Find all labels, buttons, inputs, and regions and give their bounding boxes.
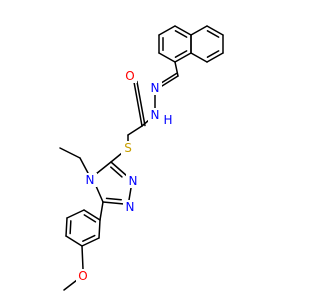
bond	[81, 245, 84, 270]
aromatic-inner-line	[206, 50, 220, 58]
ring-bond	[65, 217, 68, 237]
atom-n-triazole-4: N	[83, 173, 97, 187]
ring-bond	[174, 52, 192, 63]
ring-bond	[174, 25, 192, 36]
bonds	[59, 25, 224, 291]
aromatic-inner-line	[69, 220, 72, 235]
atom-n-triazole-1: N	[123, 200, 137, 214]
bond	[99, 201, 104, 221]
bond	[133, 81, 143, 127]
ring-bond	[81, 237, 100, 247]
aromatic-inner-line	[174, 50, 188, 58]
ring-bond	[206, 52, 224, 63]
ring-bond	[83, 209, 101, 221]
aromatic-inner-line	[206, 30, 220, 38]
structure-canvas: O N N H S N N N	[59, 25, 224, 291]
aromatic-inner-line	[110, 166, 123, 178]
aromatic-inner-line	[83, 214, 97, 223]
ring-bond	[66, 209, 85, 219]
ring-bond	[95, 161, 112, 175]
ring-bond	[98, 219, 101, 239]
atom-label: O	[78, 269, 87, 283]
atom-label: N	[129, 174, 138, 188]
atom-h-amide: H	[163, 113, 174, 127]
ring-bond	[190, 52, 208, 63]
bond	[141, 119, 150, 127]
bond	[110, 152, 123, 163]
atom-o-methoxy: O	[76, 269, 90, 283]
atom-n-triazole-2: N	[126, 174, 140, 188]
ring-bond	[95, 185, 104, 203]
ring-bond	[206, 25, 224, 36]
atom-n-hydrazone-1: N	[148, 81, 162, 95]
ring-bond	[110, 161, 128, 177]
ring-bond	[128, 187, 132, 201]
atom-s-thioether: S	[121, 141, 135, 155]
atom-label: O	[125, 69, 134, 83]
bond	[63, 279, 78, 291]
ring-bond	[102, 201, 125, 205]
aromatic-inner-line	[82, 234, 96, 242]
atom-label: N	[151, 81, 160, 95]
atom-label: H	[163, 113, 172, 127]
ring-bond	[158, 25, 176, 36]
atom-label: N	[86, 173, 95, 187]
atom-label: N	[126, 200, 135, 214]
ring-bond	[158, 52, 176, 63]
bond	[161, 75, 179, 87]
bond	[59, 147, 81, 159]
bond	[79, 157, 89, 174]
aromatic-inner-line	[105, 197, 122, 201]
atom-labels: O N N H S N N N	[76, 69, 174, 283]
bond	[127, 125, 143, 136]
atom-n-hydrazone-2: N	[148, 108, 162, 122]
molecule-diagram: O N N H S N N N	[59, 25, 224, 291]
bond	[174, 61, 179, 77]
ring-bond	[65, 235, 83, 247]
aromatic-inner-line	[174, 30, 188, 38]
atom-o-carbonyl: O	[123, 69, 137, 83]
atom-label: N	[151, 108, 160, 122]
double-bond-line	[159, 72, 178, 85]
atom-label: S	[124, 141, 132, 155]
ring-bond	[190, 25, 208, 36]
double-bond-line	[136, 80, 146, 127]
